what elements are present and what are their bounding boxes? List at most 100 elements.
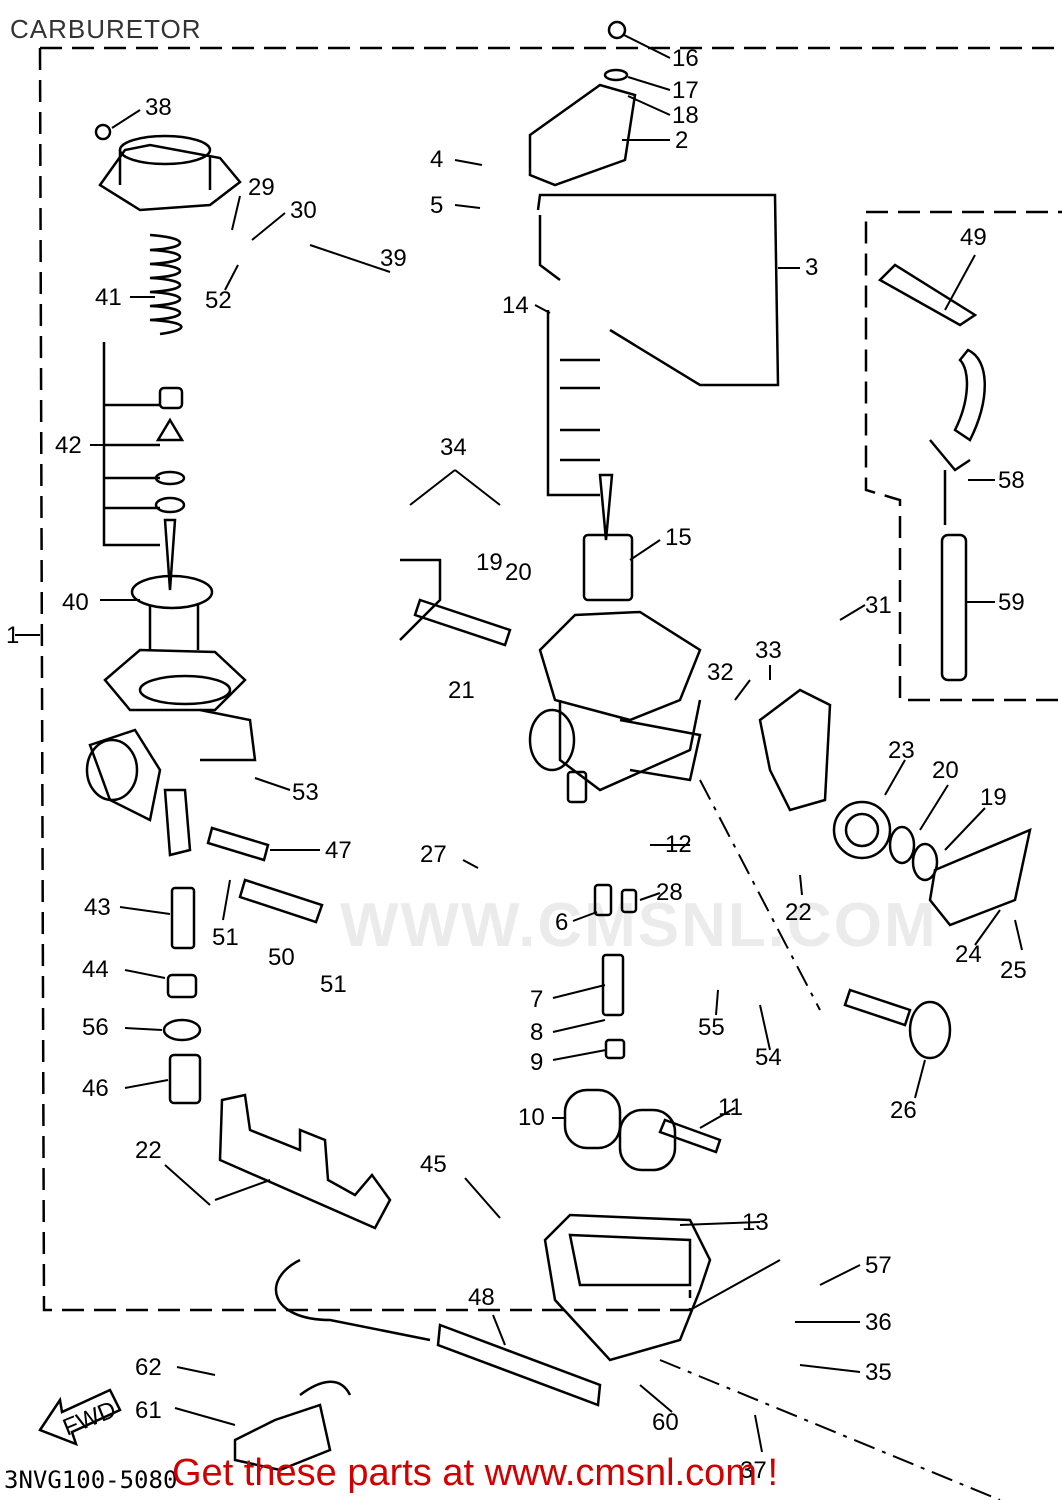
diagram-title: CARBURETOR	[10, 14, 202, 44]
callout-10: 10	[518, 1104, 545, 1131]
callout-3: 3	[805, 254, 818, 281]
callout-2: 2	[675, 127, 688, 154]
throttle-return-spring	[832, 800, 1032, 927]
pipe-47	[206, 826, 270, 862]
choke-lever	[758, 688, 832, 812]
callout-51-left: 51	[212, 924, 239, 951]
callout-6: 6	[555, 909, 568, 936]
needle-assembly	[102, 342, 186, 591]
callout-17: 17	[672, 77, 699, 104]
footer-link[interactable]: Get these parts at www.cmsnl.com !	[172, 1452, 779, 1494]
callout-34: 34	[440, 434, 467, 461]
callout-20-right: 20	[932, 757, 959, 784]
callout-56: 56	[82, 1014, 109, 1041]
hose-clamp-61	[233, 1403, 332, 1472]
fwd-arrow	[38, 1388, 122, 1447]
callout-31: 31	[865, 592, 892, 619]
callout-33: 33	[755, 637, 782, 664]
callout-29: 29	[248, 174, 275, 201]
callout-25: 25	[1000, 957, 1027, 984]
mount-bracket	[218, 1093, 392, 1230]
main-carburetor-body	[528, 610, 702, 804]
callout-40: 40	[62, 589, 89, 616]
callout-7: 7	[530, 986, 543, 1013]
callout-54: 54	[755, 1044, 782, 1071]
callout-20-left: 20	[505, 559, 532, 586]
callout-60: 60	[652, 1409, 679, 1436]
watermark-text: WWW.CMSNL.COM	[340, 891, 938, 960]
leader-lines	[15, 34, 1023, 1500]
callout-26: 26	[890, 1097, 917, 1124]
callout-57: 57	[865, 1252, 892, 1279]
callout-12: 12	[665, 831, 692, 858]
top-cap	[528, 20, 637, 187]
callout-43: 43	[84, 894, 111, 921]
callout-61: 61	[135, 1397, 162, 1424]
callout-55: 55	[698, 1014, 725, 1041]
jet-needle-stack	[546, 310, 600, 497]
callout-28: 28	[656, 879, 683, 906]
callout-53: 53	[292, 779, 319, 806]
inset-hose-49	[877, 263, 978, 327]
callout-15: 15	[665, 524, 692, 551]
overflow-hose	[274, 1258, 431, 1342]
callout-59: 59	[998, 589, 1025, 616]
callout-50: 50	[268, 944, 295, 971]
callout-32: 32	[707, 659, 734, 686]
inset-boundary	[864, 210, 1062, 702]
callout-36: 36	[865, 1309, 892, 1336]
callout-1: 1	[6, 622, 19, 649]
callout-49: 49	[960, 224, 987, 251]
callout-14: 14	[502, 292, 529, 319]
callout-13: 13	[742, 1209, 769, 1236]
callout-22-left: 22	[135, 1137, 162, 1164]
float-assembly	[563, 1088, 722, 1172]
callout-37: 37	[740, 1457, 767, 1484]
throttle-slide	[582, 533, 634, 602]
callout-45: 45	[420, 1151, 447, 1178]
vent-hose	[436, 1323, 602, 1407]
callout-30: 30	[290, 197, 317, 224]
callout-39: 39	[380, 245, 407, 272]
assembly-boundary	[38, 46, 1062, 1312]
fwd-label: FWD	[59, 1396, 120, 1442]
callout-52: 52	[205, 287, 232, 314]
callout-41: 41	[95, 284, 122, 311]
left-carburetor-body	[85, 574, 257, 857]
callout-23: 23	[888, 737, 915, 764]
callout-labels: 38 29 30 39 41 52 42 40 1 53 47 43 51 50…	[6, 45, 1027, 1484]
diaphragm-cover	[94, 123, 242, 212]
callout-18: 18	[672, 102, 699, 129]
callout-24: 24	[955, 941, 982, 968]
callout-42: 42	[55, 432, 82, 459]
callout-19-right: 19	[980, 784, 1007, 811]
callout-48: 48	[468, 1284, 495, 1311]
callout-58: 58	[998, 467, 1025, 494]
diagram-code: 3NVG100-5080	[4, 1466, 178, 1494]
callout-35: 35	[865, 1359, 892, 1386]
choke-plunger	[843, 988, 912, 1027]
callout-21: 21	[448, 677, 475, 704]
diaphragm-spring	[149, 233, 183, 336]
callout-51-right: 51	[320, 971, 347, 998]
link-group-bracket	[536, 193, 780, 387]
callout-38: 38	[145, 94, 172, 121]
callout-16: 16	[672, 45, 699, 72]
drain-bolts	[162, 886, 202, 1105]
callout-46: 46	[82, 1075, 109, 1102]
callout-5: 5	[430, 192, 443, 219]
callout-44: 44	[82, 956, 109, 983]
inset-tee-58	[929, 439, 971, 525]
callout-8: 8	[530, 1019, 543, 1046]
callout-62: 62	[135, 1354, 162, 1381]
callout-19-left: 19	[476, 549, 503, 576]
inset-hose-59	[940, 533, 968, 682]
pipe-50	[238, 878, 324, 924]
main-jets	[593, 883, 638, 1060]
callout-4: 4	[430, 146, 443, 173]
callout-11: 11	[718, 1094, 743, 1121]
callout-9: 9	[530, 1049, 543, 1076]
float-bowl	[543, 1213, 712, 1362]
callout-22-right: 22	[785, 899, 812, 926]
